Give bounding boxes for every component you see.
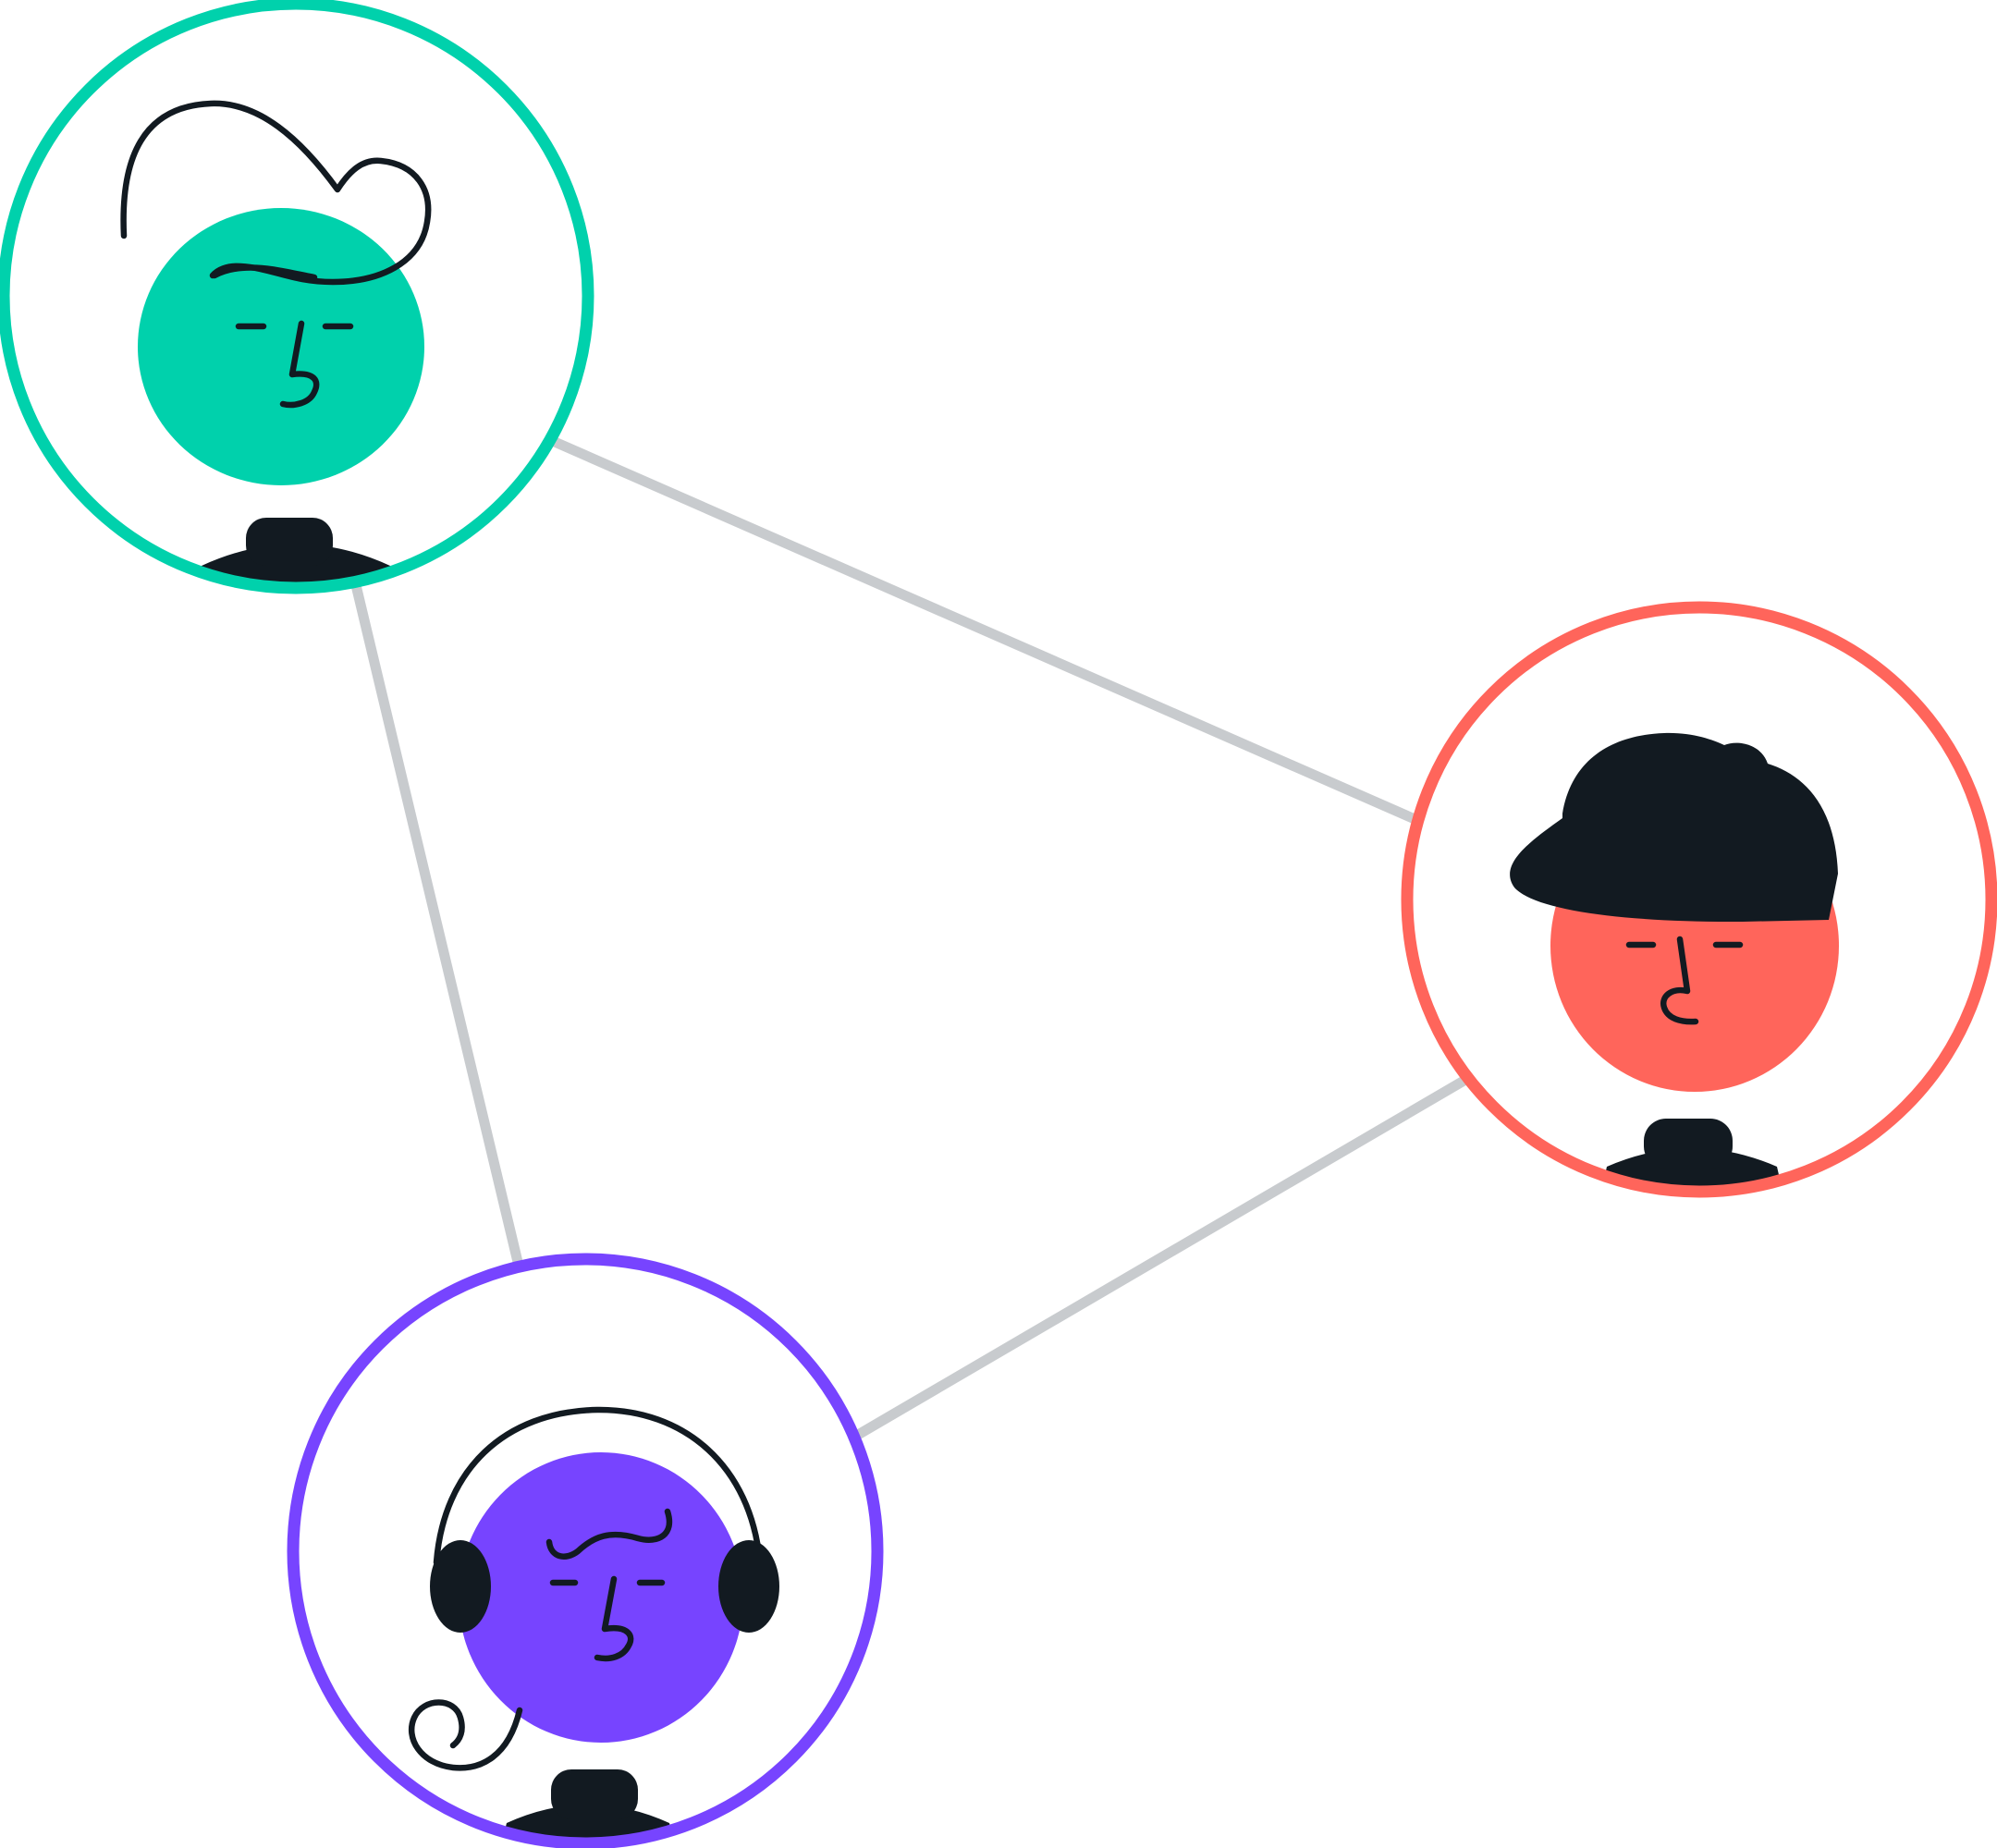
node-ring	[0, 0, 594, 594]
edges	[350, 436, 1468, 1439]
nose-mouth	[279, 320, 320, 409]
node-ring	[287, 1253, 884, 1848]
nose-mouth	[594, 1575, 634, 1662]
eyebrow-wave	[211, 264, 318, 281]
node-right-person	[1401, 601, 1997, 1198]
person-shoulders	[185, 544, 407, 590]
edge-bottom-to-right	[855, 1075, 1468, 1439]
baseball-cap-icon	[1510, 732, 1838, 923]
person-face	[459, 1452, 743, 1743]
person-neck	[1644, 1119, 1733, 1169]
edge-top-left-to-right	[552, 436, 1417, 825]
node-bottom-person	[287, 1253, 884, 1848]
person-face	[138, 208, 424, 485]
node-top-left-person	[0, 0, 594, 594]
headset-mic-cord	[408, 1699, 523, 1771]
headset-icon	[430, 1540, 491, 1633]
eyebrow-wave	[545, 1508, 672, 1560]
nose-mouth	[1660, 936, 1699, 1025]
person-shoulders	[485, 1805, 689, 1845]
person-shoulders	[1590, 1148, 1794, 1193]
person-neck	[551, 1769, 638, 1819]
edge-top-left-to-bottom	[350, 583, 523, 1264]
person-neck	[246, 518, 333, 566]
headset-band	[433, 1406, 764, 1566]
node-ring	[1401, 601, 1997, 1198]
headset-right-earpiece	[718, 1540, 779, 1633]
